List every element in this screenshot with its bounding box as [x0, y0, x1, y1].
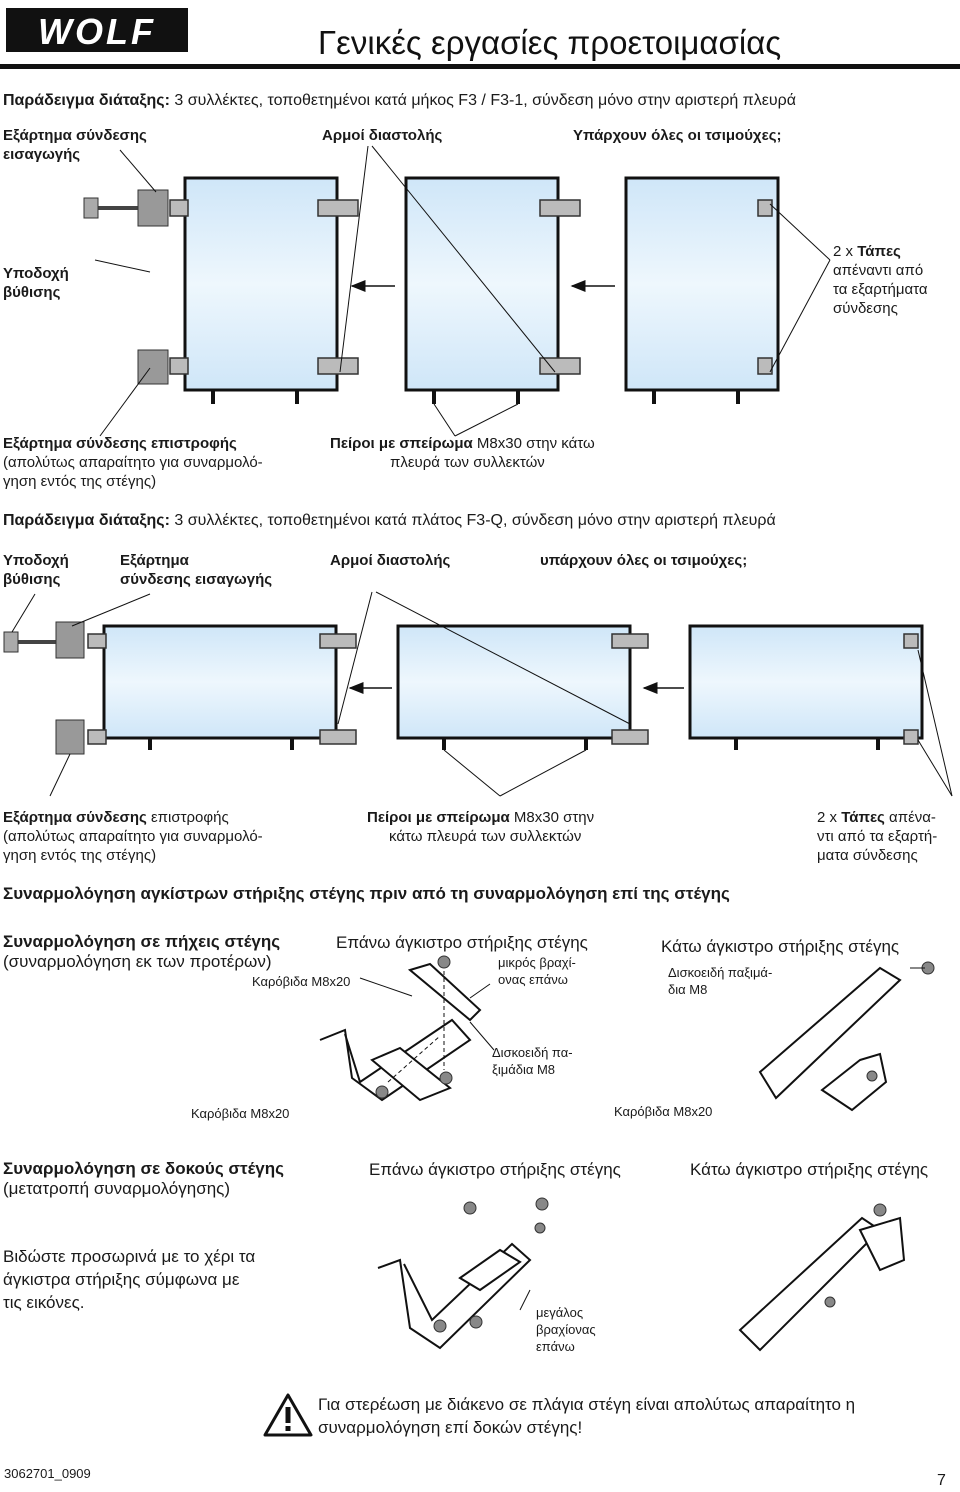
header-rule	[0, 64, 960, 69]
ex1-glands-label: Υπάρχουν όλες οι τσιμούχες;	[573, 127, 782, 144]
example1-diagram	[83, 145, 831, 437]
couplings-2	[87, 633, 919, 745]
warning-icon	[263, 1393, 313, 1437]
beam-bolt-icons	[433, 1197, 549, 1333]
ex1-return-label: Εξάρτημα σύνδεσης επιστροφής(απολύτως απ…	[3, 435, 263, 490]
beam-hooks-diagram	[377, 1197, 906, 1352]
lower-hook-drawing	[758, 966, 902, 1112]
lower-hook-label-2: Κάτω άγκιστρο στήριξης στέγης	[690, 1160, 929, 1179]
return-fitting	[137, 349, 169, 385]
ex2-expansion-label: Αρμοί διαστολής	[330, 552, 451, 569]
short-arm-label: μικρός βραχί-ονας επάνω	[498, 955, 576, 987]
inlet-fitting-2	[3, 621, 85, 659]
collector-wide-2	[396, 624, 632, 750]
warning-text: Για στερέωση με διάκενο σε πλάγια στέγη …	[318, 1395, 856, 1437]
example2-diagram	[3, 591, 953, 797]
collector-wide-1	[102, 624, 338, 750]
disc-washer-label-1: Δισκοειδή πα-ξιμάδια M8	[492, 1045, 573, 1077]
ex2-return-label: Εξάρτημα σύνδεσης επιστροφής(απολύτως απ…	[3, 809, 263, 864]
collector-2	[404, 176, 560, 404]
collector-1	[183, 176, 339, 404]
upper-hook-drawing	[319, 962, 482, 1102]
doc-code: 3062701_0909	[4, 1466, 91, 1481]
example1-heading: Παράδειγμα διάταξης: 3 συλλέκτες, τοποθε…	[3, 92, 796, 109]
disc-washer-label-2: Δισκοειδή παξιμά-δια M8	[668, 965, 773, 997]
couplings	[169, 199, 773, 375]
hooks-section-title: Συναρμολόγηση αγκίστρων στήριξης στέγης …	[3, 884, 730, 903]
return-fitting-2	[55, 719, 85, 755]
carriage-bolt-label: Καρόβιδα M8x20	[252, 974, 351, 989]
page-title: Γενικές εργασίες προετοιμασίας	[318, 24, 782, 61]
carriage-bolt-label-3: Καρόβιδα M8x20	[614, 1104, 713, 1119]
upper-hook-label: Επάνω άγκιστρο στήριξης στέγης	[336, 933, 588, 952]
inlet-fitting	[83, 189, 169, 227]
ex1-expansion-label: Αρμοί διαστολής	[322, 127, 443, 144]
ex2-caps-label: 2 x Τάπες απένα-ντι από τα εξαρτή-ματα σ…	[817, 809, 938, 864]
carriage-bolt-label-2: Καρόβιδα M8x20	[191, 1106, 290, 1121]
example2-heading: Παράδειγμα διάταξης: 3 συλλέκτες, τοποθε…	[3, 512, 776, 529]
bolt-icons	[375, 955, 453, 1099]
lower-hook-label: Κάτω άγκιστρο στήριξης στέγης	[661, 937, 900, 956]
rafter-hooks-diagram	[319, 955, 935, 1112]
upper-hook-label-2: Επάνω άγκιστρο στήριξης στέγης	[369, 1160, 621, 1179]
upper-beam-hook-drawing	[377, 1242, 532, 1350]
lower-beam-hook-drawing	[738, 1216, 906, 1352]
beam-title: Συναρμολόγηση σε δοκούς στέγης(μετατροπή…	[3, 1159, 284, 1198]
page-number: 7	[937, 1472, 946, 1489]
collector-wide-3	[688, 624, 924, 750]
rafter-title: Συναρμολόγηση σε πήχεις στέγης(συναρμολό…	[3, 932, 281, 971]
ex2-glands-label: υπάρχουν όλες οι τσιμούχες;	[540, 552, 748, 569]
collector-3	[624, 176, 780, 404]
wolf-logo: WOLF	[6, 8, 188, 52]
